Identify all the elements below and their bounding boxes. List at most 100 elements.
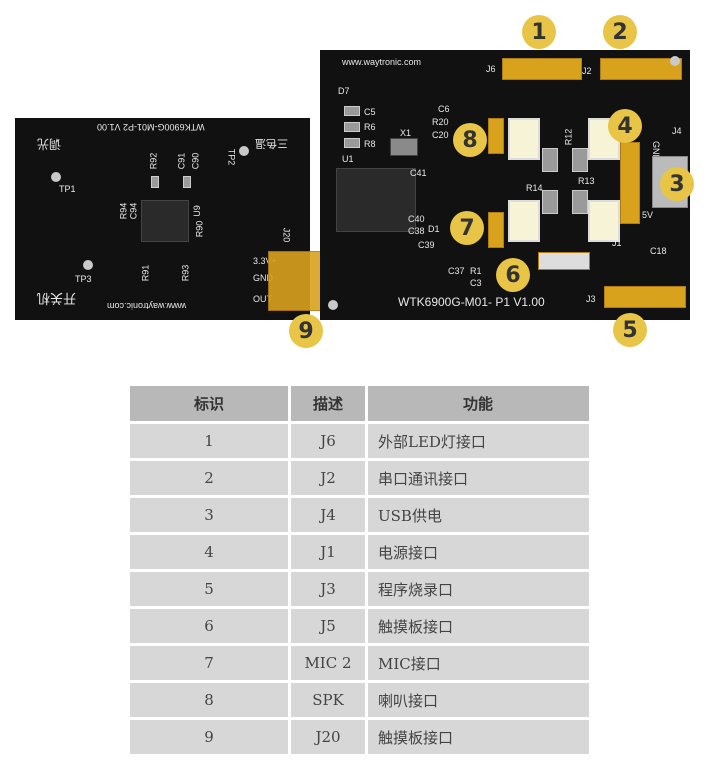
c40-label: C40 [408,214,425,224]
j3-header [604,286,686,308]
c91-label: C91 [176,152,187,170]
j1-header [620,142,640,224]
cell-id: 9 [130,720,288,754]
test-point-tp2 [239,146,249,156]
callout-badge-5: 5 [613,313,647,347]
cell-id: 5 [130,572,288,606]
c38-label: C38 [408,226,425,236]
table-row: 1 J6 外部LED灯接口 [130,424,589,458]
cell-desc: J3 [288,572,365,606]
left-board-model-text: WTK6900G-M01-P2 V1.00 [97,122,205,132]
r93-label: R93 [180,264,191,282]
table-row: 7 MIC 2 MIC接口 [130,646,589,680]
cell-id: 2 [130,461,288,495]
r94-label: R94 [118,202,129,220]
smd-component [151,176,159,188]
cell-function: 串口通讯接口 [365,461,589,495]
left-board-power-text: 开关机 [37,291,77,306]
cell-function: 触摸板接口 [365,609,589,643]
j2-header [600,58,682,80]
callout-badge-7: 7 [450,211,484,245]
cell-desc: J6 [288,424,365,458]
callout-badge-2: 2 [603,15,637,49]
led-bottom-left [508,200,540,242]
mic-header [488,212,504,248]
header-function: 功能 [365,386,589,421]
r14-label: R14 [526,183,543,193]
r6-label: R6 [364,122,376,132]
cell-desc: J20 [288,720,365,754]
j20-label: J20 [281,227,292,243]
j20-gnd-label: GND [253,273,273,283]
resistor [542,190,558,214]
cell-function: 喇叭接口 [365,683,589,717]
j5-header [538,252,590,270]
d1-label: D1 [428,224,440,234]
test-point-tp1 [51,172,61,182]
ic-chip-u9 [141,200,189,242]
led-bottom-right [588,200,620,242]
c39-label: C39 [418,240,435,250]
cell-function: 程序烧录口 [365,572,589,606]
c20-label: C20 [432,130,449,140]
table-row: 8 SPK 喇叭接口 [130,683,589,717]
j4-5v-label: 5V [642,210,654,220]
c6-label: C6 [438,104,450,114]
cell-desc: MIC 2 [288,646,365,680]
c90-label: C90 [190,152,201,170]
r90-label: R90 [194,220,205,238]
r20-label: R20 [432,117,449,127]
left-board-url-text: www.waytronic.com [107,301,187,311]
resistor [572,190,588,214]
cell-desc: J4 [288,498,365,532]
cell-desc: J2 [288,461,365,495]
j6-label: J6 [486,64,496,74]
cell-id: 6 [130,609,288,643]
cell-id: 3 [130,498,288,532]
spec-table: 标识 描述 功能 1 J6 外部LED灯接口 2 J2 串口通讯接口 3 J4 … [130,383,589,757]
mount-hole [670,56,680,66]
tp2-label: TP2 [226,148,237,166]
c94-label: C94 [128,202,139,220]
r8-label: R8 [364,139,376,149]
cell-function: MIC接口 [365,646,589,680]
callout-badge-6: 6 [496,258,530,292]
smd-component [344,138,360,148]
callout-badge-9: 9 [289,314,323,348]
smd-component [344,122,360,132]
j3-label: J3 [586,294,596,304]
r13-label: R13 [578,176,595,186]
right-board-url-text: www.waytronic.com [342,57,422,67]
j4-label: J4 [672,126,682,136]
cell-id: 7 [130,646,288,680]
c37-label: C37 [448,266,465,276]
table-row: 6 J5 触摸板接口 [130,609,589,643]
table-row: 9 J20 触摸板接口 [130,720,589,754]
r91-label: R91 [140,264,151,282]
test-point-tp3 [83,260,93,270]
c3-label: C3 [470,278,482,288]
resistor [572,148,588,172]
x1-label: X1 [400,128,412,138]
resistor [542,148,558,172]
cell-id: 4 [130,535,288,569]
j20-3v3-label: 3.3V+ [253,256,277,266]
cell-desc: J1 [288,535,365,569]
c18-label: C18 [650,246,667,256]
r92-label: R92 [148,152,159,170]
callout-badge-4: 4 [608,109,642,143]
d7-label: D7 [338,86,350,96]
ic-chip-u1 [336,168,416,232]
u9-label: U9 [191,205,202,217]
crystal-x1 [390,138,418,156]
cell-function: 电源接口 [365,535,589,569]
table-row: 4 J1 电源接口 [130,535,589,569]
mount-hole [328,300,338,310]
header-id: 标识 [130,386,288,421]
cell-id: 1 [130,424,288,458]
callout-badge-1: 1 [522,15,556,49]
cell-desc: J5 [288,609,365,643]
j1-label: J1 [612,238,622,248]
cell-desc: SPK [288,683,365,717]
c41-label: C41 [410,168,427,178]
